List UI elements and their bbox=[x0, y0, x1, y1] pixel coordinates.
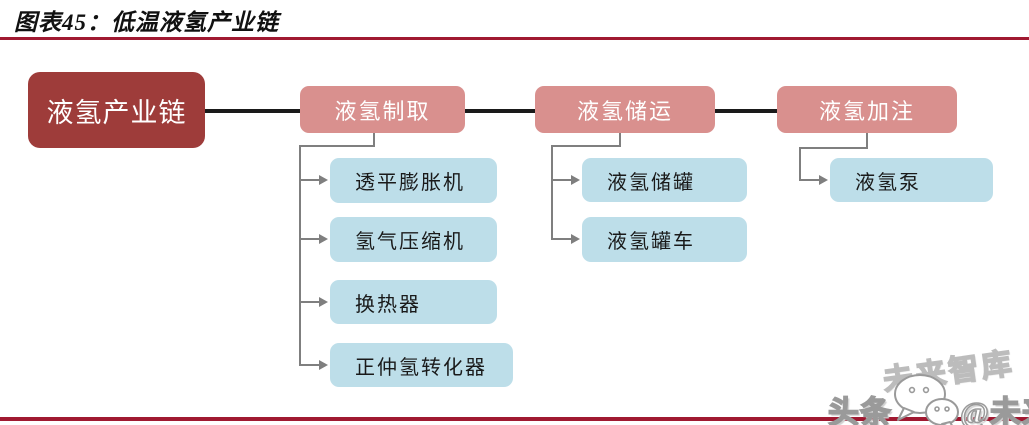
node-hydrogen-production: 液氢制取 bbox=[300, 86, 465, 133]
node-ortho-para-converter: 正仲氢转化器 bbox=[330, 343, 513, 387]
arrow-right-icon bbox=[571, 234, 580, 244]
arrow-right-icon bbox=[319, 234, 328, 244]
connector-segment bbox=[619, 133, 621, 147]
trunk-connector-line bbox=[205, 109, 780, 113]
connector-segment bbox=[299, 179, 320, 181]
node-heat-exchanger: 换热器 bbox=[330, 280, 497, 324]
node-industry-chain: 液氢产业链 bbox=[28, 72, 205, 148]
watermark-row: 头条 @未来智库 bbox=[827, 374, 1029, 425]
arrow-right-icon bbox=[571, 175, 580, 185]
arrow-right-icon bbox=[319, 175, 328, 185]
node-hydrogen-storage-transport: 液氢储运 bbox=[535, 86, 715, 133]
connector-segment bbox=[799, 147, 801, 181]
connector-segment bbox=[799, 147, 868, 149]
node-turbo-expander: 透平膨胀机 bbox=[330, 158, 497, 203]
watermark-suffix: @未来智库 bbox=[959, 394, 1029, 425]
connector-segment bbox=[373, 133, 375, 147]
connector-segment bbox=[299, 238, 320, 240]
arrow-right-icon bbox=[819, 175, 828, 185]
connector-segment bbox=[551, 145, 621, 147]
node-hydrogen-compressor: 氢气压缩机 bbox=[330, 217, 497, 262]
figure-title: 图表45：低温液氢产业链 bbox=[14, 10, 279, 35]
connector-segment bbox=[299, 145, 375, 147]
connector-segment bbox=[799, 179, 820, 181]
watermark-prefix: 头条 bbox=[827, 394, 892, 425]
arrow-right-icon bbox=[319, 360, 328, 370]
node-tanker-truck: 液氢罐车 bbox=[582, 217, 747, 262]
connector-segment bbox=[551, 179, 572, 181]
connector-segment bbox=[299, 364, 320, 366]
arrow-right-icon bbox=[319, 297, 328, 307]
node-storage-tank: 液氢储罐 bbox=[582, 158, 747, 202]
node-hydrogen-fueling: 液氢加注 bbox=[777, 86, 957, 133]
connector-segment bbox=[551, 145, 553, 240]
top-rule-divider bbox=[0, 37, 1029, 40]
wechat-bubbles-icon bbox=[890, 372, 964, 425]
connector-segment bbox=[551, 238, 572, 240]
bottom-rule-divider bbox=[0, 417, 1029, 421]
connector-segment bbox=[299, 301, 320, 303]
connector-segment bbox=[866, 133, 868, 149]
node-hydrogen-pump: 液氢泵 bbox=[830, 158, 993, 202]
connector-segment bbox=[299, 145, 301, 366]
